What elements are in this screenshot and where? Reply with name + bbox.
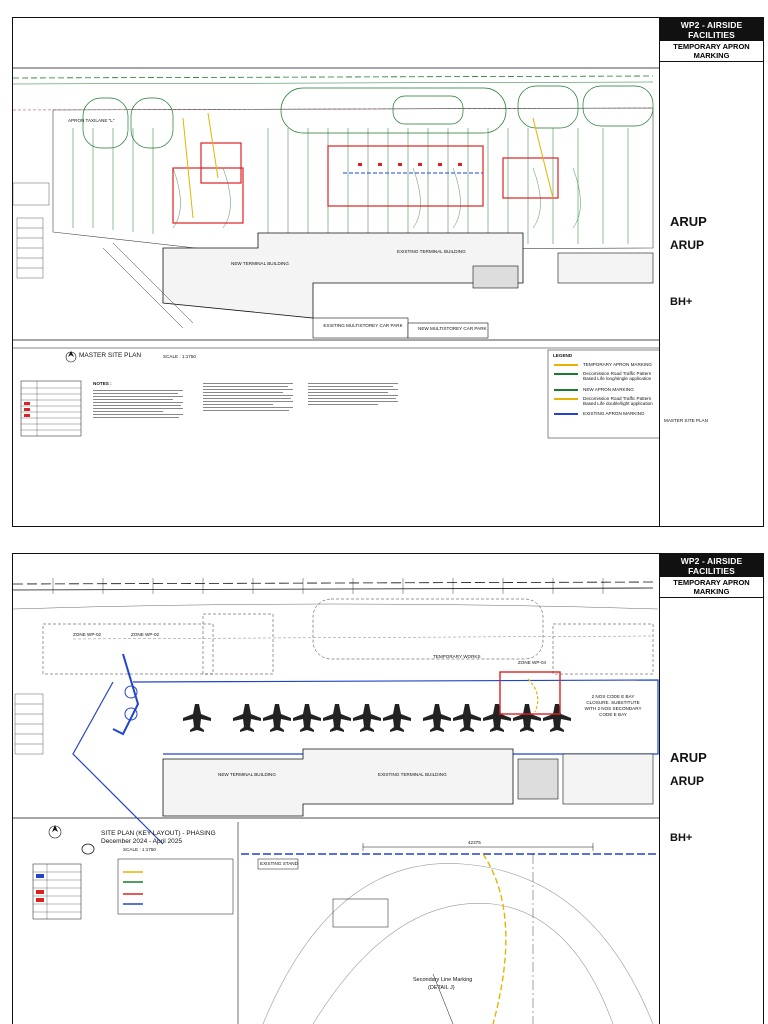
key-plan-title: MASTER SITE PLAN xyxy=(79,352,142,359)
consultant-logo-arup-1: ARUP xyxy=(670,750,707,765)
legend-item-3: NEW APRON MARKING xyxy=(583,387,634,392)
title-block-1: WP2 - AIRSIDE FACILITIES TEMPORARY APRON… xyxy=(659,18,763,526)
notes-text-col-3 xyxy=(308,381,403,407)
site-plan-drawing-2 xyxy=(13,578,763,1024)
drawing-sheet-2: WP2 - AIRSIDE FACILITIES TEMPORARY APRON… xyxy=(12,553,764,1024)
consultant-logo-bh: BH+ xyxy=(670,296,693,308)
project-title: WP2 - AIRSIDE FACILITIES xyxy=(660,554,763,577)
label-apron-taxilane: APRON TAXILANE "L" xyxy=(68,118,115,123)
label-bay-closure: 2 NOS CODE E BAY CLOSURE. SUBSTITUTE WIT… xyxy=(584,694,642,717)
label-existing-terminal: EXISTING TERMINAL BUILDING xyxy=(397,249,466,254)
label-zone-c: ZONE WP-04 xyxy=(518,660,547,665)
label-zone-b: ZONE WP-02 xyxy=(131,632,160,637)
existing-stand-label: EXISTING STAND xyxy=(260,861,298,866)
consultant-logo-bh: BH+ xyxy=(670,832,693,844)
legend-item-4: Decomission Road Traffic Pattern Based L… xyxy=(583,396,653,406)
label-new-terminal: NEW TERMINAL BUILDING xyxy=(218,772,276,777)
title-block-2: WP2 - AIRSIDE FACILITIES TEMPORARY APRON… xyxy=(659,554,763,1024)
notes-text-col-2 xyxy=(203,381,298,413)
site-plan-drawing-1 xyxy=(13,57,763,519)
legend-item-1: TEMPORARY APRON MARKING xyxy=(583,362,653,367)
detail-label: Secondary Line Marking xyxy=(413,977,473,983)
label-new-carpark: NEW MULTISTOREY CAR PARK xyxy=(418,326,487,331)
dimension-label: 42375 xyxy=(468,840,481,845)
drawing-subtitle: TEMPORARY APRON MARKING xyxy=(660,577,763,598)
notes-heading: NOTES : xyxy=(93,381,112,386)
legend-item-2: Decomission Road Traffic Pattern Based L… xyxy=(583,371,652,381)
legend-item-5: EXISTING APRON MARKING xyxy=(583,411,645,416)
aircraft-group xyxy=(183,704,571,732)
label-new-terminal: NEW TERMINAL BUILDING xyxy=(231,261,289,266)
drawing-subtitle: TEMPORARY APRON MARKING xyxy=(660,41,763,62)
consultant-logo-arup-2: ARUP xyxy=(670,774,705,788)
legend-heading: LEGEND xyxy=(553,353,573,358)
key-plan-title: SITE PLAN (KEY LAYOUT) - PHASING xyxy=(101,830,216,837)
key-plan-dates: December 2024 - April 2025 xyxy=(101,838,182,845)
key-plan-scale: SCALE : 1:1750 xyxy=(163,354,196,359)
project-title: WP2 - AIRSIDE FACILITIES xyxy=(660,18,763,41)
label-temp-works: TEMPORARY WORKS xyxy=(433,654,481,659)
drawing-sheet-1: WP2 - AIRSIDE FACILITIES TEMPORARY APRON… xyxy=(12,17,764,527)
consultant-logo-arup-1: ARUP xyxy=(670,214,707,229)
consultant-logo-arup-2: ARUP xyxy=(670,238,705,252)
label-existing-carpark: EXISTING MULTISTOREY CAR PARK xyxy=(323,323,403,328)
drawing-name: MASTER SITE PLAN xyxy=(664,418,708,423)
notes-text-col-1 xyxy=(93,388,188,420)
key-plan-scale: SCALE : 1:1750 xyxy=(123,847,156,852)
label-existing-terminal: EXISTING TERMINAL BUILDING xyxy=(378,772,447,777)
label-zone-a: ZONE WP-02 xyxy=(73,632,102,637)
detail-ref: (DETAIL J) xyxy=(428,985,455,991)
